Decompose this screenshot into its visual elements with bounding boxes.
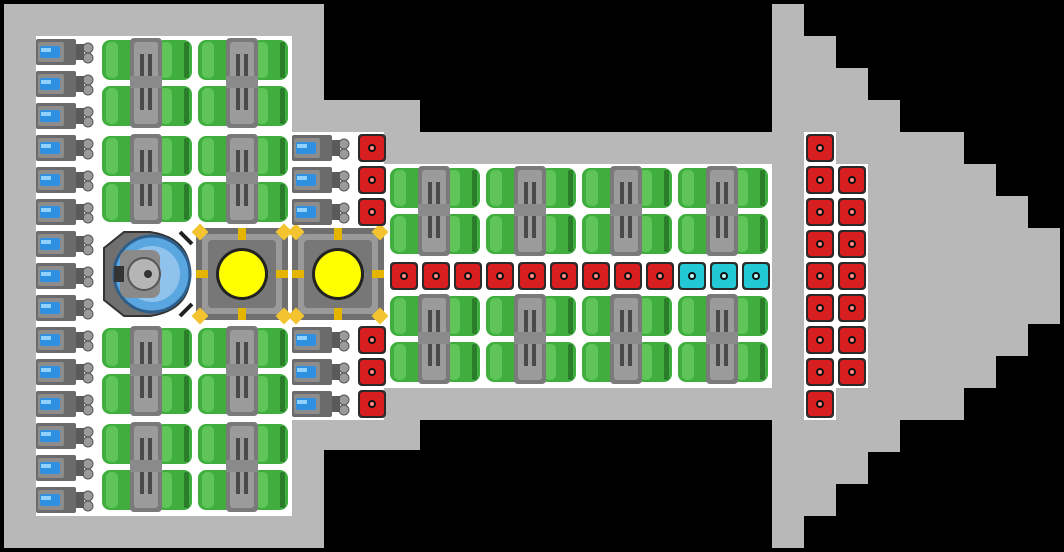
armor-block-red-icon <box>358 358 386 386</box>
armor-block-red-icon <box>806 198 834 226</box>
hydrogen-tank-icon <box>486 166 576 256</box>
armor-block-cyan-icon <box>710 262 738 290</box>
armor-block-red-icon <box>550 262 578 290</box>
armor-block-red-icon <box>806 134 834 162</box>
armor-block-red-icon <box>486 262 514 290</box>
hydrogen-tank-icon <box>102 422 192 512</box>
armor-block-red-icon <box>806 262 834 290</box>
thruster-icon <box>36 359 94 385</box>
hull-segment <box>964 164 996 388</box>
thruster-icon <box>36 327 94 353</box>
armor-block-red-icon <box>838 198 866 226</box>
thruster-icon <box>36 103 94 129</box>
thruster-icon <box>36 263 94 289</box>
armor-block-red-icon <box>838 166 866 194</box>
hull-segment <box>900 132 964 420</box>
hydrogen-tank-icon <box>198 422 288 512</box>
armor-block-red-icon <box>358 134 386 162</box>
hydrogen-tank-icon <box>678 166 768 256</box>
ship-components <box>36 38 866 513</box>
armor-block-cyan-icon <box>678 262 706 290</box>
thruster-icon <box>36 71 94 97</box>
thruster-icon <box>292 199 350 225</box>
thruster-icon <box>36 167 94 193</box>
thruster-icon <box>36 455 94 481</box>
armor-block-red-icon <box>838 262 866 290</box>
armor-block-red-icon <box>806 230 834 258</box>
hydrogen-tank-icon <box>198 38 288 128</box>
armor-block-red-icon <box>390 262 418 290</box>
thruster-icon <box>292 327 350 353</box>
reactor-icon <box>287 223 389 325</box>
armor-block-red-icon <box>422 262 450 290</box>
armor-block-red-icon <box>806 166 834 194</box>
thruster-icon <box>36 295 94 321</box>
armor-block-red-icon <box>358 390 386 418</box>
hydrogen-tank-icon <box>102 326 192 416</box>
armor-block-red-icon <box>582 262 610 290</box>
armor-block-red-icon <box>806 294 834 322</box>
thruster-icon <box>36 199 94 225</box>
armor-block-red-icon <box>838 230 866 258</box>
hull-segment <box>868 100 900 452</box>
thruster-icon <box>36 39 94 65</box>
thruster-icon <box>292 391 350 417</box>
armor-block-red-icon <box>518 262 546 290</box>
armor-block-red-icon <box>838 326 866 354</box>
hydrogen-tank-icon <box>390 294 480 384</box>
thruster-icon <box>292 167 350 193</box>
thruster-icon <box>36 487 94 513</box>
hydrogen-tank-icon <box>198 326 288 416</box>
armor-block-red-icon <box>614 262 642 290</box>
armor-block-red-icon <box>838 358 866 386</box>
thruster-icon <box>36 391 94 417</box>
hydrogen-tank-icon <box>102 134 192 224</box>
hull-segment <box>772 4 804 548</box>
thruster-icon <box>292 359 350 385</box>
hydrogen-tank-icon <box>198 134 288 224</box>
armor-block-red-icon <box>358 166 386 194</box>
armor-block-cyan-icon <box>742 262 770 290</box>
armor-block-red-icon <box>358 198 386 226</box>
armor-block-red-icon <box>806 390 834 418</box>
thruster-icon <box>36 135 94 161</box>
hull-segment <box>1028 228 1060 324</box>
hydrogen-tank-icon <box>486 294 576 384</box>
hydrogen-tank-icon <box>102 38 192 128</box>
hydrogen-tank-icon <box>582 166 672 256</box>
thruster-icon <box>292 135 350 161</box>
armor-block-red-icon <box>454 262 482 290</box>
reactor-icon <box>191 223 293 325</box>
armor-block-red-icon <box>646 262 674 290</box>
hull-segment <box>996 196 1028 356</box>
hydrogen-tank-icon <box>582 294 672 384</box>
armor-block-red-icon <box>806 326 834 354</box>
armor-block-red-icon <box>358 326 386 354</box>
thruster-icon <box>36 231 94 257</box>
hydrogen-tank-icon <box>678 294 768 384</box>
armor-block-red-icon <box>838 294 866 322</box>
cockpit-icon <box>100 228 194 320</box>
armor-block-red-icon <box>806 358 834 386</box>
thruster-icon <box>36 423 94 449</box>
hydrogen-tank-icon <box>390 166 480 256</box>
